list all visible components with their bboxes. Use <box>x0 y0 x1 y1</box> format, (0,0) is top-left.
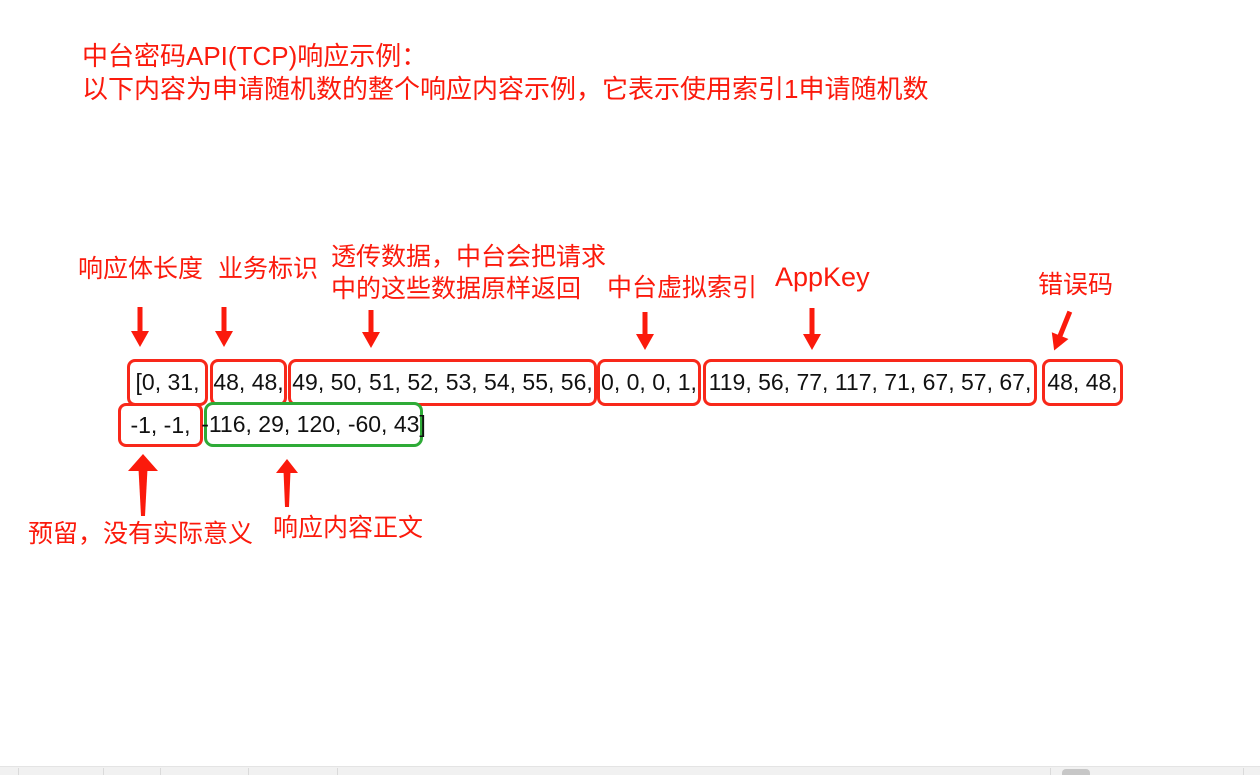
byte-box-response-body-length: [0, 31, <box>127 359 208 406</box>
bar-divider <box>160 768 161 775</box>
label-appkey: AppKey <box>775 262 870 292</box>
page-title: 中台密码API(TCP)响应示例： <box>82 41 428 71</box>
down-arrow-icon <box>214 307 234 347</box>
label-passthrough-line1: 透传数据，中台会把请求 <box>331 243 607 271</box>
label-error-code: 错误码 <box>1038 271 1114 299</box>
up-arrow-icon <box>128 454 158 516</box>
byte-box-passthrough: 49, 50, 51, 52, 53, 54, 55, 56, <box>288 359 597 406</box>
down-arrow-icon <box>361 310 381 348</box>
byte-values: 119, 56, 77, 117, 71, 67, 57, 67, <box>708 369 1032 395</box>
label-response-body: 响应内容正文 <box>273 514 424 542</box>
down-arrow-icon <box>130 307 150 347</box>
byte-box-business-id: 48, 48, <box>210 359 287 406</box>
down-arrow-icon <box>635 312 655 350</box>
up-arrow-icon <box>275 459 299 507</box>
byte-values: [0, 31, <box>135 369 200 395</box>
label-virtual-index: 中台虚拟索引 <box>607 274 758 302</box>
bar-divider <box>103 768 104 775</box>
scrollbar-thumb[interactable] <box>1062 769 1090 775</box>
bottom-scrollbar[interactable] <box>0 766 1260 775</box>
label-business-id: 业务标识 <box>218 255 319 283</box>
bar-divider <box>18 768 19 775</box>
byte-box-response-body: -116, 29, 120, -60, 43] <box>201 402 426 447</box>
down-arrow-icon <box>1045 308 1079 354</box>
bar-divider <box>248 768 249 775</box>
byte-box-virtual-index: 0, 0, 0, 1, <box>597 359 701 406</box>
byte-values: 0, 0, 0, 1, <box>601 369 697 395</box>
byte-box-appkey: 119, 56, 77, 117, 71, 67, 57, 67, <box>703 359 1037 406</box>
label-reserved: 预留，没有实际意义 <box>28 520 254 548</box>
bar-divider <box>1050 768 1051 775</box>
byte-box-reserved: -1, -1, <box>118 403 203 447</box>
bar-divider <box>337 768 338 775</box>
byte-values: 48, 48, <box>1047 369 1118 395</box>
byte-values: -116, 29, 120, -60, 43] <box>201 411 426 437</box>
byte-values: 49, 50, 51, 52, 53, 54, 55, 56, <box>292 369 593 395</box>
byte-values: -1, -1, <box>130 411 191 438</box>
label-passthrough-line2: 中的这些数据原样返回 <box>331 275 582 303</box>
byte-values: 48, 48, <box>213 369 284 395</box>
bar-divider <box>1243 768 1244 775</box>
page-subtitle: 以下内容为申请随机数的整个响应内容示例，它表示使用索引1申请随机数 <box>82 74 929 104</box>
down-arrow-icon <box>802 308 822 350</box>
byte-box-error-code: 48, 48, <box>1042 359 1123 406</box>
label-passthrough-data: 透传数据，中台会把请求 中的这些数据原样返回 <box>331 241 606 305</box>
label-response-body-length: 响应体长度 <box>78 255 204 283</box>
